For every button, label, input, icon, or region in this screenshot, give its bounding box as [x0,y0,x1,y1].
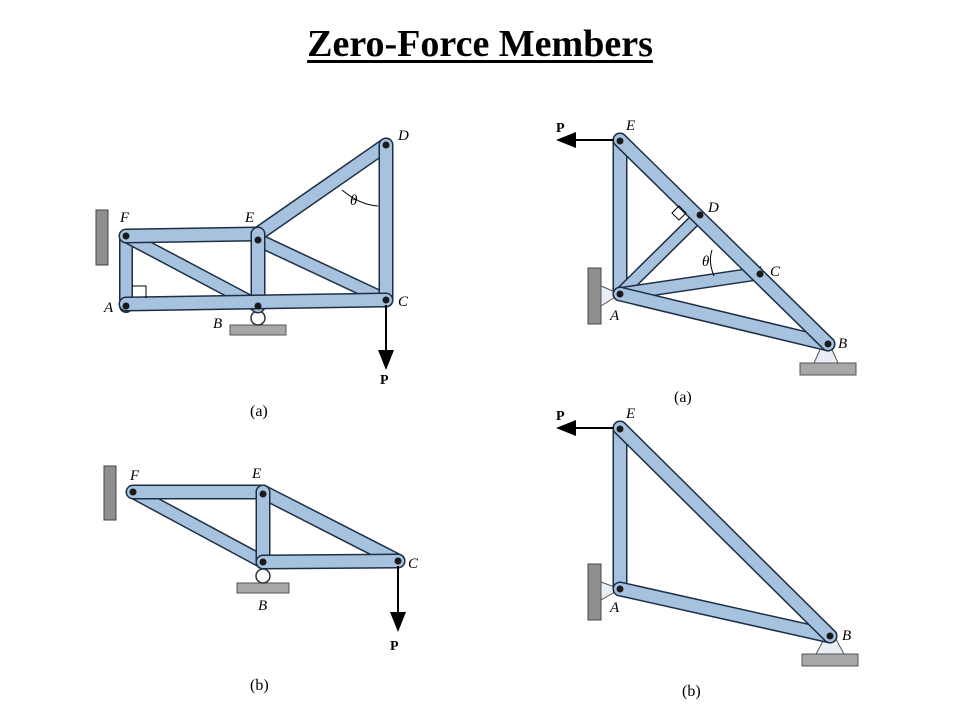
label-e: E [625,118,635,134]
page-title: Zero-Force Members [0,22,960,66]
member-ab [614,288,834,350]
joint-f [129,488,137,496]
truss-top-left: F E D A B C θ P (a) [95,128,409,420]
force-label: P [556,121,565,136]
caption: (b) [250,677,269,694]
joint-d [696,211,704,219]
ground-support-b [801,653,859,667]
joint-e [616,137,624,145]
member-ec [255,235,389,305]
label-f: F [119,210,130,226]
wall-support-a [587,563,602,621]
label-theta: θ [702,254,710,270]
joint-e [259,490,267,498]
joint-c [756,270,764,278]
pin-bracket-a [600,581,622,601]
joint-c [394,557,402,565]
label-b: B [838,336,847,352]
label-d: D [707,200,719,216]
joint-b [826,632,834,640]
wall-support-f [103,465,117,521]
roller-b [255,568,271,584]
caption: (b) [682,683,701,700]
theta-arc [341,189,379,207]
force-label: P [556,409,565,424]
caption: (a) [674,389,692,406]
label-e: E [244,210,254,226]
label-f: F [129,468,140,484]
force-label: P [380,373,389,388]
label-b: B [213,316,222,332]
wall-support-f [95,209,109,266]
label-a: A [609,308,620,324]
ground-support-b [229,324,287,336]
label-d: D [397,128,409,144]
right-angle-mark [671,205,687,221]
joint-e [616,425,624,433]
joint-b [824,340,832,348]
joint-e [254,236,262,244]
truss-bottom-right: E A B P (b) [556,406,859,700]
member-eb [614,422,836,642]
title-text: Zero-Force Members [307,23,653,65]
joint-f [122,232,130,240]
member-ac [619,267,763,300]
label-b: B [842,628,851,644]
ground-support-b [799,362,857,376]
member-ab [614,583,836,642]
member-ec [257,486,404,567]
label-theta: θ [350,193,358,209]
member-ed [252,139,392,240]
wall-support-a [587,267,602,325]
label-a: A [609,600,620,616]
member-fb [130,487,266,567]
joint-b [259,558,267,566]
label-e: E [625,406,635,422]
pin-bracket-a [600,285,622,307]
theta-arc [709,249,715,277]
member-fb [123,231,261,311]
label-a: A [103,300,114,316]
joint-a [616,290,624,298]
member-fe [120,228,264,242]
caption: (a) [250,403,268,420]
member-bc [257,555,404,568]
label-b: B [258,598,267,614]
truss-top-right: E D C A B θ P (a) [556,118,857,406]
joint-d [382,141,390,149]
joint-a [616,585,624,593]
member-ad [616,211,704,298]
label-e: E [251,466,261,482]
member-eb [614,134,834,350]
joint-a [122,302,130,310]
truss-bottom-left: F E C B P (b) [103,465,419,694]
label-c: C [398,294,409,310]
label-c: C [408,556,419,572]
label-c: C [770,264,781,280]
member-ac [120,294,392,310]
ground-support-b [236,582,290,594]
right-angle-mark [132,285,147,298]
joint-b [254,302,262,310]
force-label: P [390,639,399,654]
joint-c [382,296,390,304]
